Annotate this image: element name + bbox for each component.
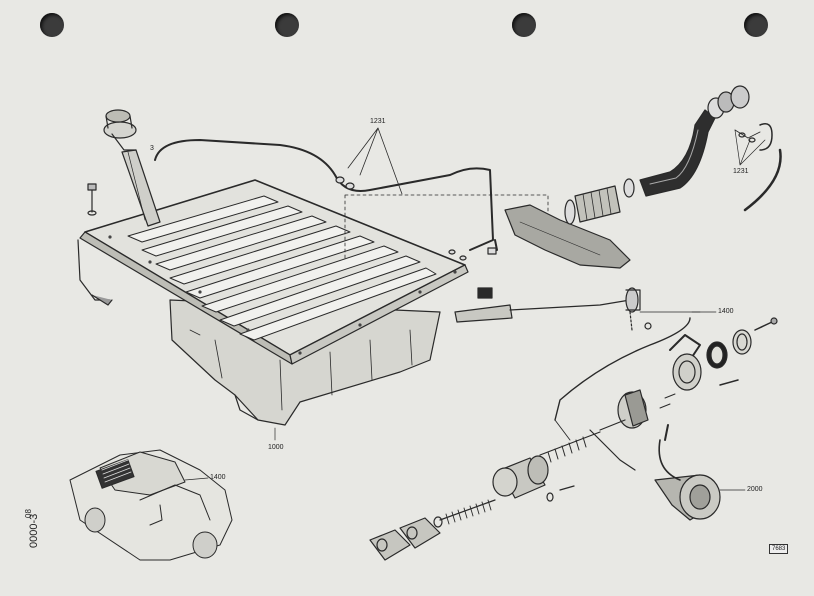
label-3: 3 [150,145,154,152]
fuel-pump-cluster [369,317,778,561]
bolt-washer [87,183,97,216]
binder-hole [512,13,536,37]
label-1231-right: 1231 [733,168,749,175]
binder-hole [40,13,64,37]
fuel-tank [77,179,469,426]
label-1400-car: 1400 [210,474,226,481]
binder-hole [744,13,768,37]
filler-hose-assembly [504,85,750,269]
vent-lines-right [734,123,782,212]
vent-hose-clip [335,176,497,261]
car-inset [69,449,233,561]
sheet-code: 0000-3 [28,513,40,548]
label-1231-left: 1231 [370,118,386,125]
binder-hole [275,13,299,37]
plate-number: 7683 [769,544,789,554]
vent-hose [154,139,498,251]
leader-1231-left [344,127,549,261]
label-1000: 1000 [268,444,284,451]
gauge-sender [454,287,717,331]
label-2000: 2000 [747,486,763,493]
filler-neck [103,109,161,227]
label-1400-sender: 1400 [718,308,734,315]
sheet-code-small: 08 [24,509,33,518]
fuel-line [554,317,691,441]
